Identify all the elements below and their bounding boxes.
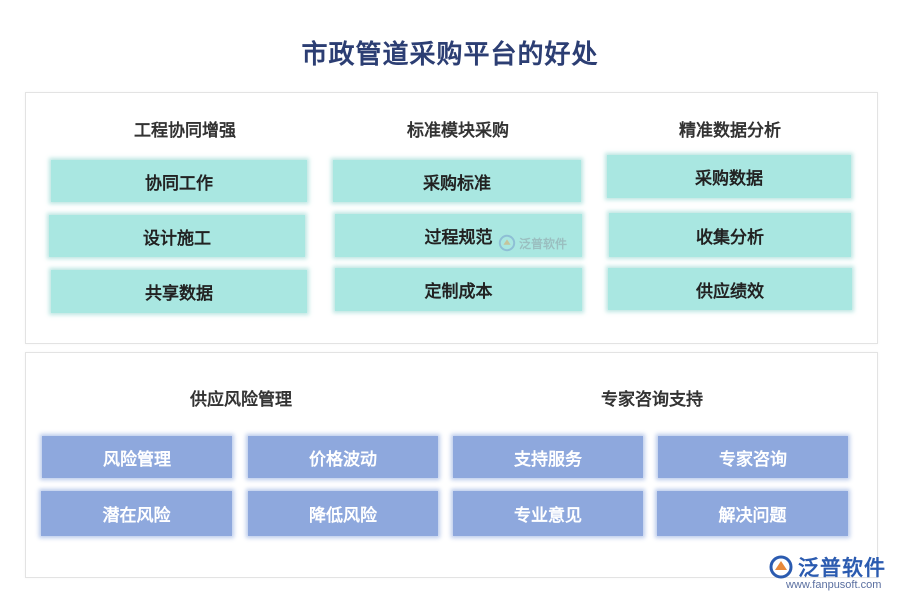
- heading-supply-risk: 供应风险管理: [190, 390, 292, 410]
- item-shared-data: 共享数据: [51, 270, 307, 313]
- item-collection-analysis: 收集分析: [609, 213, 851, 257]
- item-collaborative-work: 协同工作: [51, 160, 307, 202]
- watermark-text: 泛普软件: [519, 236, 568, 251]
- item-procurement-standard: 采购标准: [333, 160, 581, 202]
- item-supply-performance: 供应绩效: [608, 268, 852, 310]
- brand-logo-icon: [769, 555, 793, 579]
- watermark-logo-icon: [498, 234, 516, 252]
- item-design-construction: 设计施工: [49, 215, 305, 257]
- item-procurement-data: 采购数据: [607, 155, 851, 198]
- item-custom-cost: 定制成本: [335, 268, 582, 311]
- heading-collaboration: 工程协同增强: [134, 121, 236, 141]
- heading-standard-modules: 标准模块采购: [407, 121, 509, 141]
- item-support-service: 支持服务: [453, 436, 643, 478]
- item-reduce-risk: 降低风险: [248, 491, 438, 536]
- item-potential-risk: 潜在风险: [41, 491, 232, 536]
- item-expert-consulting: 专家咨询: [658, 436, 848, 478]
- watermark: 泛普软件: [498, 234, 567, 252]
- heading-data-analysis: 精准数据分析: [679, 121, 781, 141]
- heading-expert-consulting: 专家咨询支持: [601, 390, 703, 410]
- item-professional-opinion: 专业意见: [453, 491, 643, 536]
- item-process-standardization: 过程规范: [335, 214, 582, 257]
- brand-logo: 泛普软件: [768, 552, 886, 582]
- brand-url: www.fanpusoft.com: [786, 579, 882, 591]
- item-price-fluctuation: 价格波动: [248, 436, 438, 478]
- item-risk-management: 风险管理: [42, 436, 232, 478]
- brand-name: 泛普软件: [798, 556, 886, 580]
- item-problem-solving: 解决问题: [657, 491, 848, 536]
- page-title: 市政管道采购平台的好处: [301, 40, 599, 70]
